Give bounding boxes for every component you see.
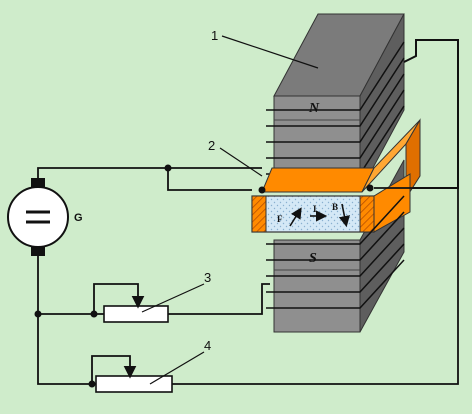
leader-lines	[141, 35, 319, 385]
rheostat-4	[95, 366, 173, 393]
generator: G	[7, 178, 83, 256]
north-pole-label: N	[308, 101, 320, 116]
part-3-label: 3	[204, 270, 211, 285]
field-arrow	[338, 203, 350, 228]
part-4-label: 4	[204, 338, 211, 353]
part-2-label: 2	[208, 138, 215, 153]
current-label: I	[313, 204, 317, 214]
field-label: B	[332, 202, 338, 212]
junction-dots	[34, 164, 374, 388]
circuit-wiring	[37, 167, 459, 385]
lower-coil-windings	[266, 195, 405, 309]
rheostat-3	[103, 296, 169, 323]
force-arrow	[289, 207, 302, 227]
force-label: F	[277, 214, 283, 224]
south-pole-label: S	[309, 251, 317, 266]
part-1-label: 1	[211, 28, 218, 43]
generator-label: G	[74, 212, 83, 224]
electrode-rail	[261, 118, 421, 200]
